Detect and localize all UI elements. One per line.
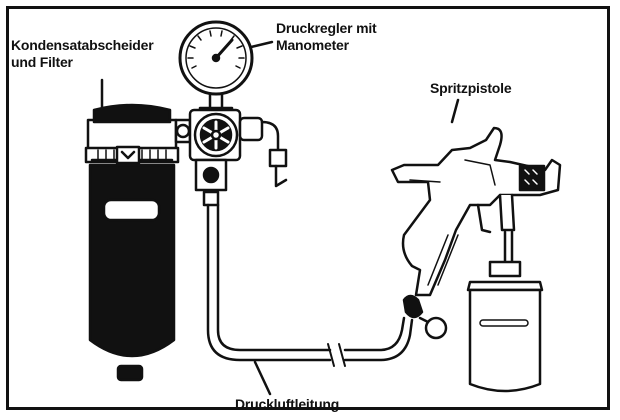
air-hose-label: Druckluftleitung [235, 396, 340, 412]
regulator-label: Druckregler mit Manometer [276, 20, 377, 54]
spray-gun-label: Spritzpistole [430, 80, 512, 96]
filter-label-line-1: Kondensatabscheider [11, 37, 154, 53]
regulator-label-line-1: Druckregler mit [276, 20, 377, 36]
leader-gun [450, 98, 460, 124]
leader-hose [253, 360, 272, 396]
filter-label-line-2: und Filter [11, 54, 73, 70]
fitting-left [174, 118, 192, 144]
regulator-label-line-2: Manometer [276, 37, 349, 53]
diagram-frame [6, 6, 610, 410]
gauge [178, 20, 254, 96]
filter-unit [84, 103, 180, 382]
spray-gun [390, 126, 562, 340]
paint-cup [466, 260, 544, 393]
air-hose [206, 203, 414, 367]
regulator-unit [188, 90, 288, 207]
filter-label: Kondensatabscheider und Filter [11, 37, 154, 71]
